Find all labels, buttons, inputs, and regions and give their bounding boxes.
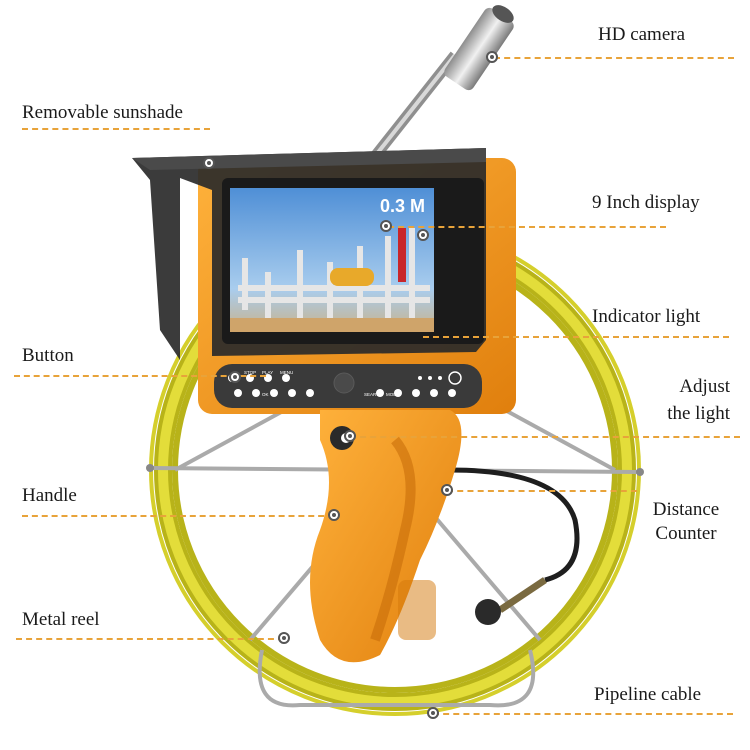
- leader-hd-camera: [494, 57, 734, 59]
- screen-distance-readout: 0.3 M: [380, 196, 426, 216]
- label-removable-sunshade: Removable sunshade: [22, 102, 183, 123]
- label-adjust-line1: Adjust: [679, 376, 730, 397]
- panel-btn-ok: OK: [262, 392, 269, 397]
- leader-sunshade: [22, 128, 210, 130]
- leader-distance: [447, 490, 637, 492]
- label-hd-camera: HD camera: [598, 24, 686, 45]
- label-indicator-light: Indicator light: [592, 306, 701, 327]
- label-handle: Handle: [22, 485, 77, 506]
- leader-handle: [22, 515, 334, 517]
- label-adjust-line2: the light: [667, 403, 730, 424]
- label-pipeline-cable: Pipeline cable: [594, 684, 702, 705]
- label-metal-reel: Metal reel: [22, 609, 100, 630]
- callout-dot-pipeline: [427, 707, 439, 719]
- panel-btn-stop: STOP: [244, 370, 256, 375]
- label-distance-line2: Counter: [655, 523, 717, 544]
- panel-btn-play: PLAY: [262, 370, 273, 375]
- callout-dot-sunshade: [203, 157, 215, 169]
- callout-dot-button: [229, 371, 241, 383]
- callout-dot-adjust: [344, 430, 356, 442]
- label-button: Button: [22, 345, 74, 366]
- leader-adjust: [350, 436, 740, 438]
- leader-pipeline: [433, 713, 733, 715]
- callout-dot-handle: [328, 509, 340, 521]
- callout-dot-hd-camera: [486, 51, 498, 63]
- panel-btn-menu: MENU: [280, 370, 293, 375]
- callout-dot-indicator: [417, 229, 429, 241]
- leader-button: [14, 375, 266, 377]
- leader-indicator: [423, 336, 729, 338]
- leader-display: [388, 226, 666, 228]
- label-distance-line1: Distance: [652, 499, 720, 520]
- panel-btn-search: SEARCH: [364, 392, 383, 397]
- hd-camera-probe: [371, 5, 514, 159]
- callout-dot-distance: [441, 484, 453, 496]
- callout-dot-metal-reel: [278, 632, 290, 644]
- panel-btn-mode: MODE: [386, 392, 400, 397]
- device-body: STOP PLAY MENU OK MODE SEARCH: [132, 148, 516, 663]
- label-9-inch-display: 9 Inch display: [592, 192, 700, 213]
- leader-metal-reel: [16, 638, 284, 640]
- callout-dot-display: [380, 220, 392, 232]
